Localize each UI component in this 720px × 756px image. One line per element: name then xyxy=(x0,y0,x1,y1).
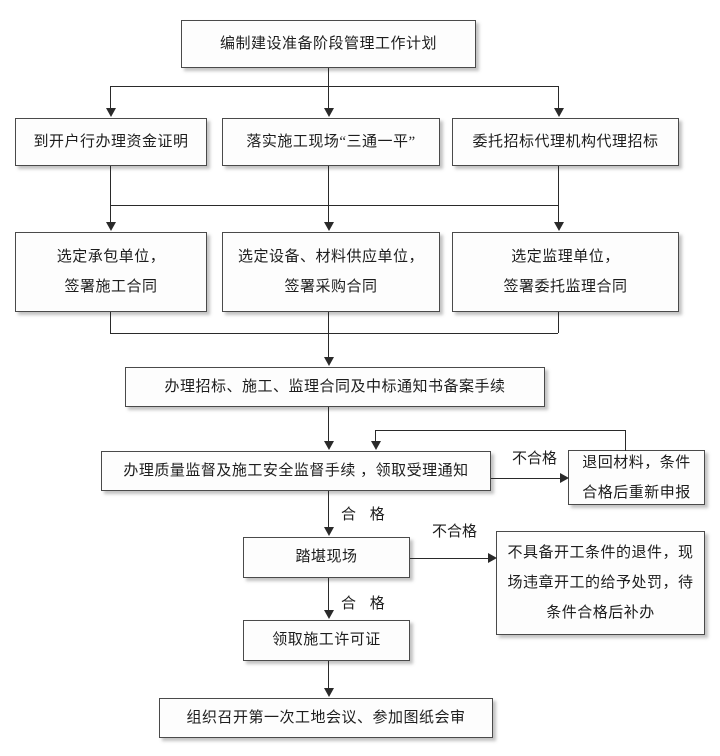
connector-site-prep-stem xyxy=(328,166,329,222)
node-fund-proof-line-1: 到开户行办理资金证明 xyxy=(33,133,189,150)
connector-survey-to-permit xyxy=(328,578,329,611)
connector-merge-bus xyxy=(110,333,558,334)
node-contract-filing[interactable]: 办理招标、施工、监理合同及中标通知书备案手续 xyxy=(125,367,545,407)
connector-row2-bus xyxy=(110,86,558,87)
connector-permit-to-meeting xyxy=(328,661,329,689)
node-tender-agency[interactable]: 委托招标代理机构代理招标 xyxy=(452,118,679,166)
arrowhead-to-tender-agency xyxy=(554,108,564,117)
node-contractor[interactable]: 选定承包单位， 签署施工合同 xyxy=(15,232,207,312)
node-return-material[interactable]: 退回材料，条件 合格后重新申报 xyxy=(568,450,705,505)
arrowhead-to-site-prep xyxy=(324,108,334,117)
edge-label-fail-2: 不合格 xyxy=(432,524,478,540)
connector-row2-branch-right xyxy=(558,86,559,109)
arrowhead-to-supervisor xyxy=(554,222,564,231)
node-tender-agency-line-1: 委托招标代理机构代理招标 xyxy=(472,133,659,150)
node-supervisor[interactable]: 选定监理单位， 签署委托监理合同 xyxy=(452,232,679,312)
node-contractor-line-1: 选定承包单位， xyxy=(56,249,166,265)
node-contract-filing-line-1: 办理招标、施工、监理合同及中标通知书备案手续 xyxy=(164,378,506,395)
node-not-qualified-penalty-line-1: 不具备开工条件的退件，现 xyxy=(507,545,694,561)
connector-fund-proof-stem xyxy=(110,166,111,205)
node-site-prep[interactable]: 落实施工现场“三通一平” xyxy=(222,118,440,166)
connector-row2-branch-left xyxy=(110,86,111,109)
node-site-survey[interactable]: 踏堪现场 xyxy=(243,537,410,578)
node-supervisor-line-1: 选定监理单位， xyxy=(511,249,620,265)
node-permit[interactable]: 领取施工许可证 xyxy=(243,620,410,661)
node-contractor-line-2: 签署施工合同 xyxy=(64,279,158,295)
node-quality-safety-line-1: 办理质量监督及施工安全监督手续 ，领取受理通知 xyxy=(123,462,469,479)
connector-row3-branch-left xyxy=(110,205,111,223)
connector-row2-branch-mid xyxy=(328,86,329,109)
edge-label-fail-1: 不合格 xyxy=(512,451,558,467)
node-site-prep-line-1: 落实施工现场“三通一平” xyxy=(246,133,416,150)
arrowhead-to-permit xyxy=(324,610,334,619)
connector-survey-to-penalty xyxy=(410,558,491,559)
node-fund-proof[interactable]: 到开户行办理资金证明 xyxy=(15,118,207,166)
connector-quality-to-return xyxy=(491,478,563,479)
connector-plan-stem xyxy=(328,68,329,86)
node-not-qualified-penalty-line-3: 条件合格后补办 xyxy=(546,605,655,621)
arrowhead-to-site-survey xyxy=(324,527,334,536)
connector-row3-bus xyxy=(110,205,558,206)
node-first-meeting-line-1: 组织召开第一次工地会议、参加图纸会审 xyxy=(186,709,466,726)
arrowhead-to-supplier xyxy=(324,222,334,231)
arrowhead-to-penalty xyxy=(488,553,497,563)
connector-return-loop-across xyxy=(375,430,625,431)
node-not-qualified-penalty[interactable]: 不具备开工条件的退件，现 场违章开工的给予处罚，待 条件合格后补办 xyxy=(496,531,705,635)
arrowhead-to-return-material xyxy=(560,473,569,483)
edge-label-pass-2: 合 格 xyxy=(341,596,390,612)
edge-label-pass-1: 合 格 xyxy=(341,507,390,523)
arrowhead-to-contractor xyxy=(106,222,116,231)
connector-supervisor-stem xyxy=(558,312,559,333)
connector-quality-to-survey xyxy=(328,491,329,528)
arrowhead-return-loop-into-quality xyxy=(371,441,381,450)
node-plan-line-1: 编制建设准备阶段管理工作计划 xyxy=(219,35,437,52)
connector-return-loop-up xyxy=(625,430,626,451)
node-supervisor-line-2: 签署委托监理合同 xyxy=(503,279,628,295)
connector-contractor-stem xyxy=(110,312,111,333)
connector-tender-agency-stem xyxy=(558,166,559,205)
arrowhead-to-first-meeting xyxy=(324,688,334,697)
arrowhead-to-fund-proof xyxy=(106,108,116,117)
connector-return-loop-down xyxy=(375,430,376,441)
node-quality-safety[interactable]: 办理质量监督及施工安全监督手续 ，领取受理通知 xyxy=(101,451,491,491)
node-first-meeting[interactable]: 组织召开第一次工地会议、参加图纸会审 xyxy=(159,698,493,738)
connector-filing-to-quality xyxy=(328,407,329,441)
arrowhead-to-quality-safety xyxy=(324,441,334,450)
node-supplier-line-1: 选定设备、材料供应单位， xyxy=(237,249,424,265)
node-return-material-line-2: 合格后重新申报 xyxy=(582,484,691,501)
connector-row3-branch-right xyxy=(558,205,559,223)
node-return-material-line-1: 退回材料，条件 xyxy=(582,454,691,471)
connector-merge-to-filing xyxy=(328,312,329,358)
node-supplier-line-2: 签署采购合同 xyxy=(284,279,378,295)
node-site-survey-line-1: 踏堪现场 xyxy=(295,549,358,566)
arrowhead-to-contract-filing xyxy=(324,357,334,366)
node-supplier[interactable]: 选定设备、材料供应单位， 签署采购合同 xyxy=(222,232,440,312)
node-not-qualified-penalty-line-2: 场违章开工的给予处罚，待 xyxy=(507,575,694,591)
node-permit-line-1: 领取施工许可证 xyxy=(272,632,381,649)
node-plan[interactable]: 编制建设准备阶段管理工作计划 xyxy=(181,20,476,68)
